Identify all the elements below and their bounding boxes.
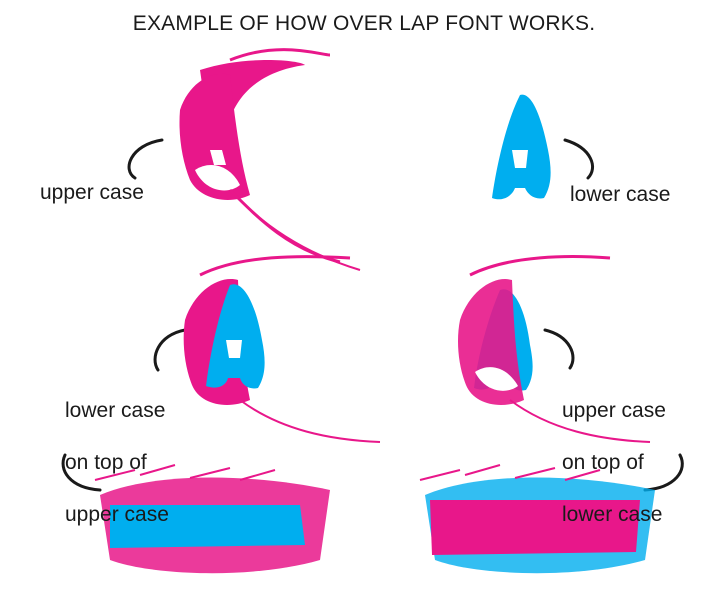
label-line: upper case bbox=[65, 503, 169, 526]
bracket-lower-on-upper bbox=[153, 328, 187, 372]
bracket-upper-on-lower bbox=[543, 328, 575, 370]
label-lower-case: lower case bbox=[570, 183, 671, 206]
label-upper-on-lower: upper case on top of lower case bbox=[562, 372, 666, 554]
label-upper-case: upper case bbox=[40, 181, 144, 204]
bracket-bottom-left bbox=[61, 453, 102, 492]
bracket-bottom-right bbox=[643, 453, 684, 492]
diagram-title: EXAMPLE OF HOW OVER LAP FONT WORKS. bbox=[132, 12, 596, 35]
label-line: on top of bbox=[65, 451, 147, 474]
lower-on-upper-art bbox=[183, 255, 381, 443]
label-line: lower case bbox=[65, 399, 166, 422]
word-art-left bbox=[94, 464, 330, 574]
upper-case-letter-art bbox=[179, 48, 361, 271]
bracket-lower-case bbox=[563, 138, 594, 180]
upper-on-lower-art bbox=[458, 255, 651, 443]
label-line: on top of bbox=[562, 451, 644, 474]
word-art-right bbox=[419, 464, 655, 574]
label-line: lower case bbox=[562, 503, 663, 526]
lower-case-letter-art bbox=[492, 94, 551, 200]
bracket-upper-case bbox=[127, 138, 164, 180]
label-lower-on-upper: lower case on top of upper case bbox=[65, 372, 169, 554]
label-line: upper case bbox=[562, 399, 666, 422]
